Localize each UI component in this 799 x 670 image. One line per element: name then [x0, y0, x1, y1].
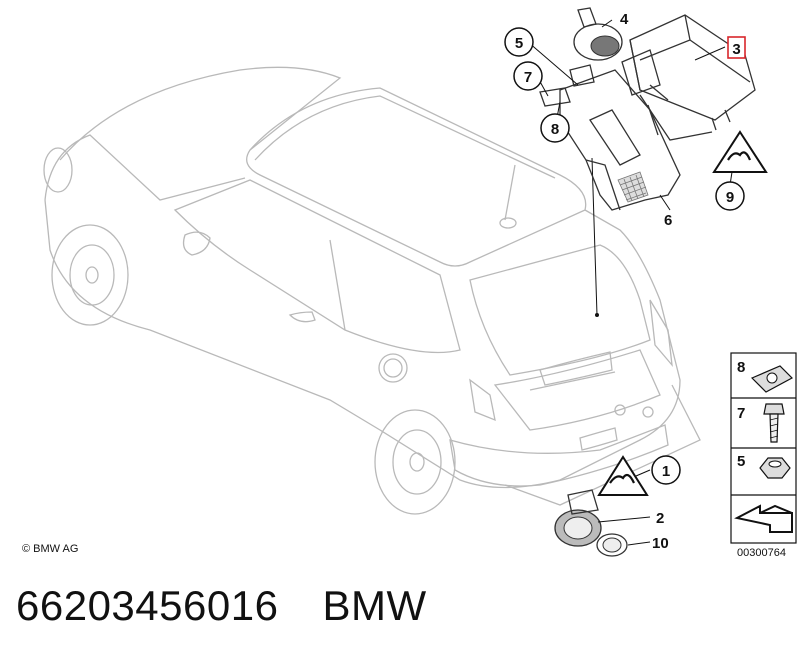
brand-name: BMW	[322, 582, 427, 629]
svg-text:1: 1	[662, 463, 670, 480]
svg-text:6: 6	[664, 212, 672, 229]
svg-text:9: 9	[726, 189, 734, 206]
callout-8[interactable]: 8	[540, 113, 570, 143]
sensor-assembly	[554, 489, 628, 557]
diagram-code: 00300764	[737, 547, 786, 559]
svg-text:3: 3	[732, 41, 740, 58]
copyright: © BMW AG	[22, 543, 78, 555]
svg-text:8: 8	[551, 121, 559, 138]
callout-5[interactable]: 5	[504, 27, 534, 57]
arrow-icon	[734, 504, 793, 533]
car-illustration	[43, 66, 701, 515]
svg-text:5: 5	[515, 35, 523, 52]
legend-item-8[interactable]: 8	[737, 359, 793, 393]
callout-9[interactable]: 9	[715, 181, 745, 211]
callout-4[interactable]: 4	[620, 11, 629, 28]
callout-6[interactable]: 6	[664, 212, 672, 229]
leader-lines	[527, 19, 733, 546]
hex-nut-icon	[759, 457, 791, 479]
svg-text:7: 7	[737, 405, 745, 422]
legend-item-7[interactable]: 7	[737, 403, 785, 443]
svg-text:7: 7	[524, 69, 532, 86]
part-caption: 66203456016 BMW	[16, 582, 427, 630]
callout-2[interactable]: 2	[656, 510, 664, 527]
clip-nut-icon	[750, 365, 793, 393]
warning-label-icon	[597, 455, 649, 496]
callout-10[interactable]: 10	[652, 535, 669, 552]
warning-label-icon	[712, 130, 768, 173]
part-number[interactable]: 66203456016	[16, 582, 279, 629]
callout-7[interactable]: 7	[513, 61, 543, 91]
control-module-assembly	[539, 7, 756, 211]
parts-diagram: 1 2 3 4 5 6 7 8 9 10 8	[22, 7, 797, 559]
legend-item-arrow[interactable]	[734, 504, 793, 533]
legend-item-5[interactable]: 5	[737, 453, 791, 479]
svg-text:2: 2	[656, 510, 664, 527]
callout-3[interactable]: 3	[727, 36, 746, 59]
bolt-icon	[763, 403, 785, 443]
fastener-legend: 8 7 5	[730, 352, 797, 544]
svg-text:4: 4	[620, 11, 629, 28]
svg-text:10: 10	[652, 535, 669, 552]
callout-1[interactable]: 1	[651, 455, 681, 485]
svg-text:5: 5	[737, 453, 745, 470]
svg-text:8: 8	[737, 359, 745, 376]
